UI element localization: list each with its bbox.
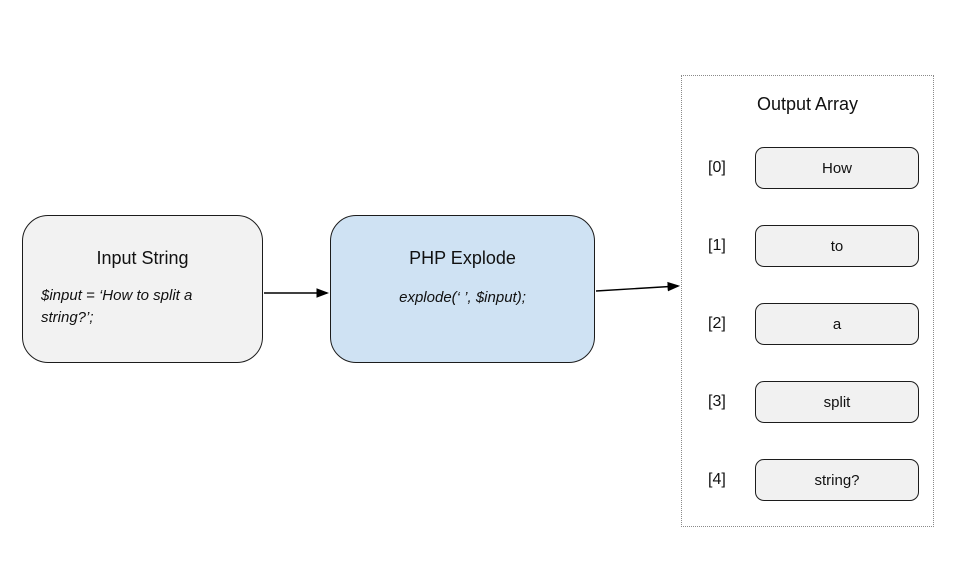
array-index-label: [1] xyxy=(708,237,726,254)
array-index-label: [2] xyxy=(708,315,726,332)
array-item-row: [3] split xyxy=(682,381,933,423)
array-value-label: split xyxy=(823,393,851,411)
array-value-box: split xyxy=(755,381,919,423)
array-value-box: a xyxy=(755,303,919,345)
output-array-rows: [0] How [1] to [2] a [3] split [4] strin… xyxy=(682,147,933,537)
array-value-label: a xyxy=(832,315,842,333)
array-index-label: [0] xyxy=(708,159,726,176)
array-value-label: How xyxy=(821,159,852,177)
array-value-box: How xyxy=(755,147,919,189)
input-string-code: $input = ‘How to split a string?’; xyxy=(41,287,193,326)
array-item-row: [2] a xyxy=(682,303,933,345)
php-explode-title: PHP Explode xyxy=(409,248,516,268)
array-value-label: string? xyxy=(814,471,860,489)
arrow-explode-to-output xyxy=(595,281,681,292)
php-explode-code: explode(‘ ’, $input); xyxy=(399,289,526,306)
input-string-box: Input String $input = ‘How to split a st… xyxy=(22,215,263,363)
array-index-label: [4] xyxy=(708,471,726,488)
array-value-label: to xyxy=(830,237,844,255)
output-array-title: Output Array xyxy=(756,94,859,114)
array-value-box: to xyxy=(755,225,919,267)
input-string-title: Input String xyxy=(96,248,189,268)
array-item-row: [4] string? xyxy=(682,459,933,501)
array-item-row: [0] How xyxy=(682,147,933,189)
array-value-box: string? xyxy=(755,459,919,501)
php-explode-box: PHP Explode explode(‘ ’, $input); xyxy=(330,215,595,363)
array-index-label: [3] xyxy=(708,393,726,410)
array-item-row: [1] to xyxy=(682,225,933,267)
output-array-container: Output Array [0] How [1] to [2] a [3] sp… xyxy=(681,75,934,527)
